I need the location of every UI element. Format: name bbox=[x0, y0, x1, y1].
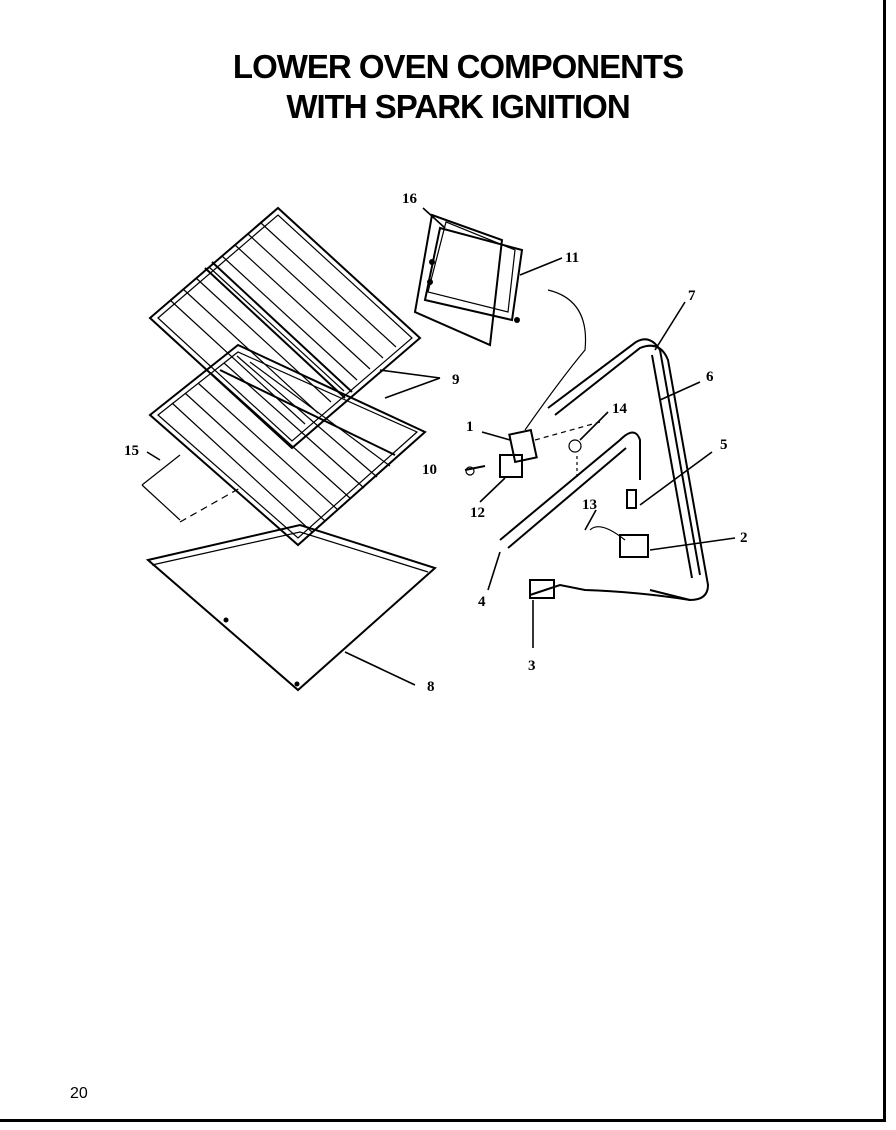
burner-tube bbox=[547, 338, 710, 602]
callout-12: 12 bbox=[470, 505, 485, 521]
diagram-title-line-2: WITH SPARK IGNITION bbox=[286, 88, 630, 125]
callout-14: 14 bbox=[612, 401, 628, 417]
callout-13: 13 bbox=[582, 497, 597, 513]
callout-16: 16 bbox=[402, 191, 418, 207]
safety-valve bbox=[529, 526, 691, 601]
callout-8: 8 bbox=[427, 679, 435, 695]
callout-5: 5 bbox=[720, 437, 728, 453]
lower-oven-rack bbox=[148, 343, 427, 547]
callout-2: 2 bbox=[740, 530, 748, 546]
diagram-title-line-1: LOWER OVEN COMPONENTS bbox=[232, 48, 684, 85]
callout-15: 15 bbox=[124, 443, 139, 459]
callout-6: 6 bbox=[706, 369, 714, 385]
callout-10: 10 bbox=[422, 462, 437, 478]
callout-7: 7 bbox=[688, 288, 696, 304]
upper-oven-rack bbox=[148, 206, 422, 450]
screw bbox=[464, 465, 486, 476]
callout-3: 3 bbox=[528, 658, 536, 674]
page-number: 20 bbox=[70, 1085, 88, 1102]
gas-tube bbox=[499, 431, 641, 549]
callout-1: 1 bbox=[466, 419, 474, 435]
callout-9: 9 bbox=[452, 372, 460, 388]
heat-shield bbox=[141, 454, 241, 523]
spark-module bbox=[413, 213, 524, 347]
igniter-wire bbox=[524, 289, 587, 431]
callout-11: 11 bbox=[565, 250, 579, 266]
callout-4: 4 bbox=[478, 594, 486, 610]
leader-lines bbox=[146, 207, 736, 686]
oven-bottom-panel bbox=[145, 523, 437, 692]
igniter-assembly bbox=[499, 421, 601, 478]
